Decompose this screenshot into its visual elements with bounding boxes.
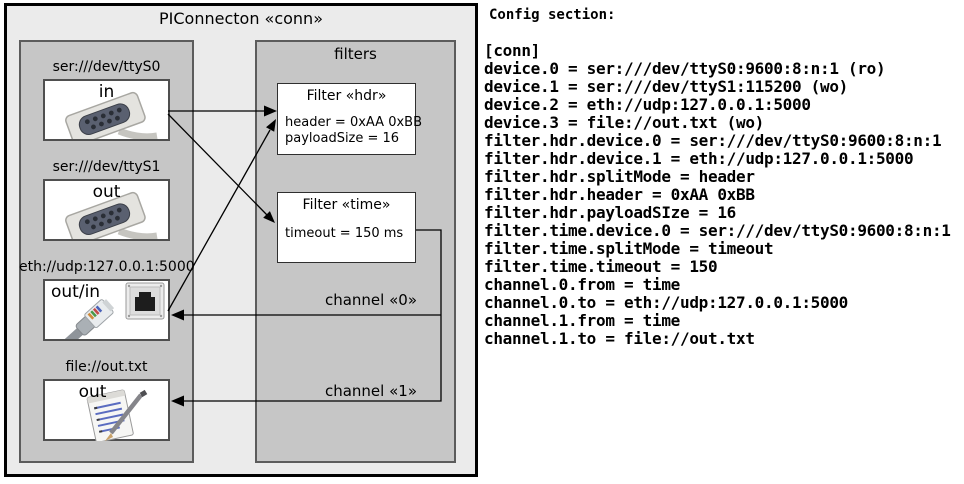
config-line: device.0 = ser:///dev/ttyS0:9600:8:n:1 (… — [484, 59, 886, 78]
config-line: channel.0.from = time — [484, 275, 680, 294]
filter-hdr-title: Filter «hdr» — [306, 88, 387, 104]
device-direction: out — [78, 382, 107, 402]
device-label-ttys0: ser:///dev/ttyS0 — [52, 59, 161, 75]
device-label-eth: eth://udp:127.0.0.1:5000 — [19, 259, 195, 275]
config-line: [conn] — [484, 41, 540, 60]
config-line: filter.time.device.0 = ser:///dev/ttyS0:… — [484, 221, 951, 240]
config-line: filter.time.timeout = 150 — [484, 257, 718, 276]
device-box-ttys1: out — [43, 179, 170, 241]
config-line: channel.1.to = file://out.txt — [484, 329, 755, 348]
config-line: filter.hdr.device.0 = ser:///dev/ttyS0:9… — [484, 131, 942, 150]
config-line: filter.hdr.device.1 = eth://udp:127.0.0.… — [484, 149, 914, 168]
device-label-file: file://out.txt — [65, 359, 148, 375]
config-line: device.1 = ser:///dev/ttyS1:115200 (wo) — [484, 77, 848, 96]
diagram-title: PIConnecton «conn» — [159, 9, 323, 28]
config-line: filter.hdr.header = 0xAA 0xBB — [484, 185, 755, 204]
filter-hdr-param-payloadsize: payloadSize = 16 — [285, 131, 400, 146]
config-line: channel.0.to = eth://udp:127.0.0.1:5000 — [484, 293, 848, 312]
device-label-ttys1: ser:///dev/ttyS1 — [52, 159, 161, 175]
config-line: channel.1.from = time — [484, 311, 680, 330]
filter-time-box: Filter «time» timeout = 150 ms — [277, 192, 416, 263]
serial-connector-icon — [65, 191, 158, 239]
device-box-eth: out/in — [43, 279, 170, 341]
device-direction: out — [92, 182, 121, 202]
config-line: filter.hdr.splitMode = header — [484, 167, 755, 186]
config-line: filter.hdr.payloadSIze = 16 — [484, 203, 736, 222]
serial-connector-icon — [65, 91, 158, 139]
channel-1-label: channel «1» — [324, 382, 417, 400]
config-text-block: [conn] device.0 = ser:///dev/ttyS0:9600:… — [484, 42, 951, 348]
channel-0-label: channel «0» — [324, 291, 417, 309]
filter-time-param-timeout: timeout = 150 ms — [285, 226, 404, 241]
device-box-file: out — [43, 379, 170, 441]
config-line: device.3 = file://out.txt (wo) — [484, 113, 764, 132]
notepad-icon — [86, 389, 148, 441]
device-direction: in — [98, 82, 115, 102]
filter-hdr-param-header: header = 0xAA 0xBB — [285, 115, 423, 130]
config-line: filter.time.splitMode = timeout — [484, 239, 774, 258]
device-direction: out/in — [51, 282, 101, 302]
filter-time-title: Filter «time» — [302, 197, 391, 213]
filter-hdr-box: Filter «hdr» header = 0xAA 0xBB payloadS… — [277, 83, 422, 155]
device-box-ttys0: in — [43, 79, 170, 141]
ethernet-icon — [60, 282, 165, 339]
config-line: device.2 = eth://udp:127.0.0.1:5000 — [484, 95, 811, 114]
filters-panel-title: filters — [334, 45, 377, 63]
config-section-heading: Config section: — [489, 7, 616, 23]
